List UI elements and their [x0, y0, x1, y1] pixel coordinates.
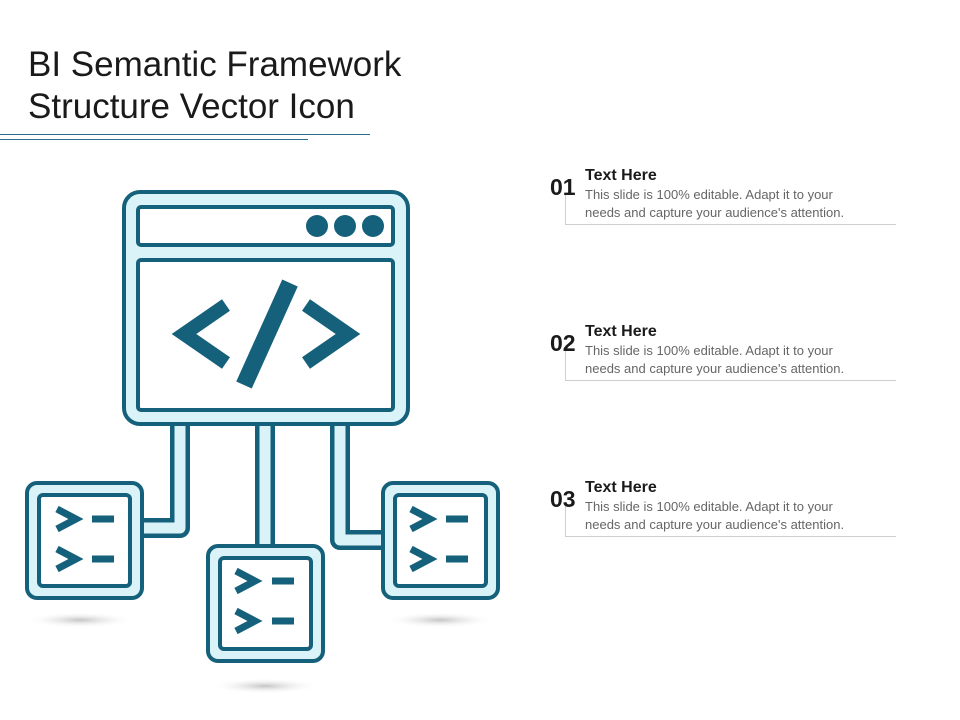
item-description: This slide is 100% editable. Adapt it to… — [585, 498, 920, 534]
slide-title-line-1: BI Semantic Framework — [28, 45, 402, 84]
shadow-middle — [210, 678, 320, 694]
item-heading: Text Here — [585, 479, 657, 496]
terminal-box-right — [381, 481, 500, 600]
terminal-prompt-icon — [409, 505, 468, 573]
item-bracket — [565, 350, 896, 381]
item-description-line-1: This slide is 100% editable. Adapt it to… — [585, 187, 833, 202]
code-tag-icon — [171, 279, 361, 389]
item-bracket — [565, 506, 896, 537]
shadow-right — [385, 612, 495, 628]
item-heading: Text Here — [585, 167, 657, 184]
item-description-line-2: needs and capture your audience's attent… — [585, 361, 845, 376]
connector-lines — [128, 420, 395, 552]
item-bracket — [565, 194, 896, 225]
terminal-prompt-icon — [234, 567, 294, 635]
title-underline-secondary — [0, 139, 308, 140]
shadow-left — [25, 612, 135, 628]
item-number: 02 — [550, 330, 576, 356]
item-description: This slide is 100% editable. Adapt it to… — [585, 186, 920, 222]
item-description-line-1: This slide is 100% editable. Adapt it to… — [585, 343, 833, 358]
item-number: 03 — [550, 486, 576, 512]
slide-title: BI Semantic Framework Structure Vector I… — [28, 44, 401, 128]
browser-code-window-icon — [122, 190, 410, 426]
item-description-line-1: This slide is 100% editable. Adapt it to… — [585, 499, 833, 514]
window-dot-1 — [306, 215, 328, 237]
item-description-line-2: needs and capture your audience's attent… — [585, 205, 845, 220]
item-number: 01 — [550, 174, 576, 200]
item-description: This slide is 100% editable. Adapt it to… — [585, 342, 920, 378]
title-underline — [0, 134, 370, 135]
window-dot-2 — [334, 215, 356, 237]
item-description-line-2: needs and capture your audience's attent… — [585, 517, 845, 532]
terminal-box-left — [25, 481, 144, 600]
window-dot-3 — [362, 215, 384, 237]
terminal-prompt-icon — [55, 505, 114, 573]
slide-title-line-2: Structure Vector Icon — [28, 87, 355, 126]
item-heading: Text Here — [585, 323, 657, 340]
terminal-box-middle — [206, 544, 325, 663]
